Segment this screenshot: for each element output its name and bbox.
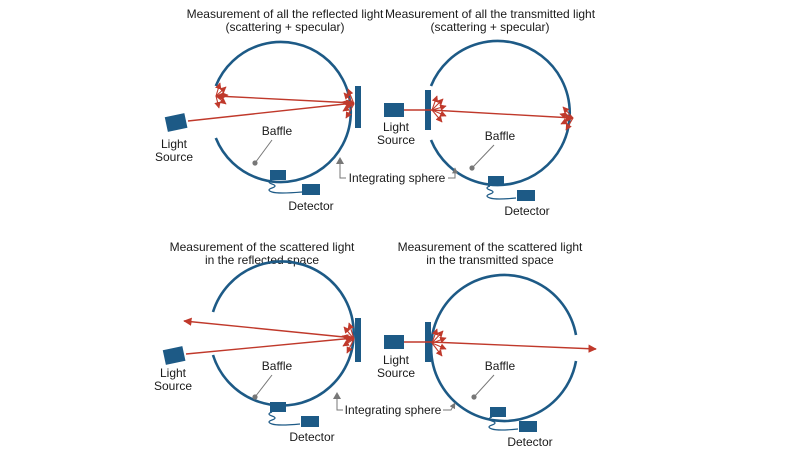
panel-top-left: Measurement of all the reflected light (… xyxy=(155,7,384,213)
detector-port xyxy=(270,402,286,412)
transmitted-beam-exit xyxy=(430,341,597,353)
transmitted-beam xyxy=(430,109,574,122)
light-source-box xyxy=(162,346,186,365)
baffle-point xyxy=(252,394,258,400)
detector-port xyxy=(270,170,286,180)
integrating-sphere xyxy=(211,260,356,407)
baffle-callout xyxy=(473,374,495,398)
detector-box xyxy=(519,421,537,432)
detector-label: Detector xyxy=(504,204,549,218)
callout-line-left xyxy=(339,160,346,179)
detector-box xyxy=(301,416,319,427)
detector-cable xyxy=(268,179,303,194)
integrating-sphere-callout-bottom: Integrating sphere xyxy=(333,392,456,417)
integrating-sphere-callout-top: Integrating sphere xyxy=(336,157,458,185)
detector-box xyxy=(517,190,535,201)
light-source-label: Source xyxy=(155,150,193,164)
detector-cable xyxy=(486,185,517,200)
panel-top-right: Measurement of all the transmitted light… xyxy=(377,7,596,218)
baffle-callout xyxy=(254,139,273,164)
callout-line-right xyxy=(443,402,456,411)
detector-label: Detector xyxy=(288,199,333,213)
baffle-label: Baffle xyxy=(262,359,293,373)
panel-subtitle: in the reflected space xyxy=(205,253,319,267)
integrating-sphere-label: Integrating sphere xyxy=(345,403,442,417)
integrating-sphere xyxy=(214,40,353,184)
scatter-arrows xyxy=(431,328,447,357)
detector-box xyxy=(302,184,320,195)
incident-beam xyxy=(185,334,355,355)
panel-title: Measurement of all the transmitted light xyxy=(385,7,596,21)
callout-arrowhead xyxy=(333,392,341,399)
scatter-arrows xyxy=(431,95,574,131)
detector-port xyxy=(488,176,504,186)
callout-arrowhead xyxy=(336,157,344,164)
baffle-label: Baffle xyxy=(262,124,293,138)
baffle-point xyxy=(469,165,475,171)
light-source-box xyxy=(384,335,404,349)
panel-bottom-left: Measurement of the scattered light in th… xyxy=(154,240,361,444)
baffle-point xyxy=(471,394,477,400)
panel-subtitle: (scattering + specular) xyxy=(225,20,344,34)
detector-cable xyxy=(268,411,301,426)
baffle-label: Baffle xyxy=(485,359,516,373)
light-source-label: Light xyxy=(383,120,410,134)
incident-beam xyxy=(187,99,355,122)
sample-plate xyxy=(355,86,361,128)
light-source-label: Light xyxy=(161,137,188,151)
panel-subtitle: (scattering + specular) xyxy=(430,20,549,34)
light-source-box xyxy=(384,103,404,117)
detector-label: Detector xyxy=(507,435,552,449)
scatter-arrows xyxy=(214,82,355,119)
callout-line-left xyxy=(336,395,343,411)
integrating-sphere-label: Integrating sphere xyxy=(349,171,446,185)
integrating-sphere xyxy=(429,273,578,423)
light-source-label: Source xyxy=(377,366,415,380)
light-source-label: Light xyxy=(160,366,187,380)
baffle-callout xyxy=(254,374,273,398)
light-source-label: Source xyxy=(154,379,192,393)
light-source-box xyxy=(164,113,188,132)
detector-cable xyxy=(488,416,519,431)
detector-label: Detector xyxy=(289,430,334,444)
sample-plate xyxy=(355,318,361,362)
specular-beam-exit xyxy=(183,317,355,339)
panel-bottom-right: Measurement of the scattered light in th… xyxy=(377,240,597,449)
integrating-sphere xyxy=(429,39,571,187)
detector-port xyxy=(490,407,506,417)
scatter-arrows xyxy=(341,322,355,354)
panel-title: Measurement of all the reflected light xyxy=(187,7,384,21)
baffle-callout xyxy=(471,144,495,169)
light-source-label: Light xyxy=(383,353,410,367)
baffle-label: Baffle xyxy=(485,129,516,143)
panel-subtitle: in the transmitted space xyxy=(426,253,554,267)
callout-line-right xyxy=(448,167,458,179)
specular-beam xyxy=(215,92,355,104)
light-source-label: Source xyxy=(377,133,415,147)
panel-title: Measurement of the scattered light xyxy=(398,240,583,254)
panel-title: Measurement of the scattered light xyxy=(170,240,355,254)
baffle-point xyxy=(252,160,258,166)
